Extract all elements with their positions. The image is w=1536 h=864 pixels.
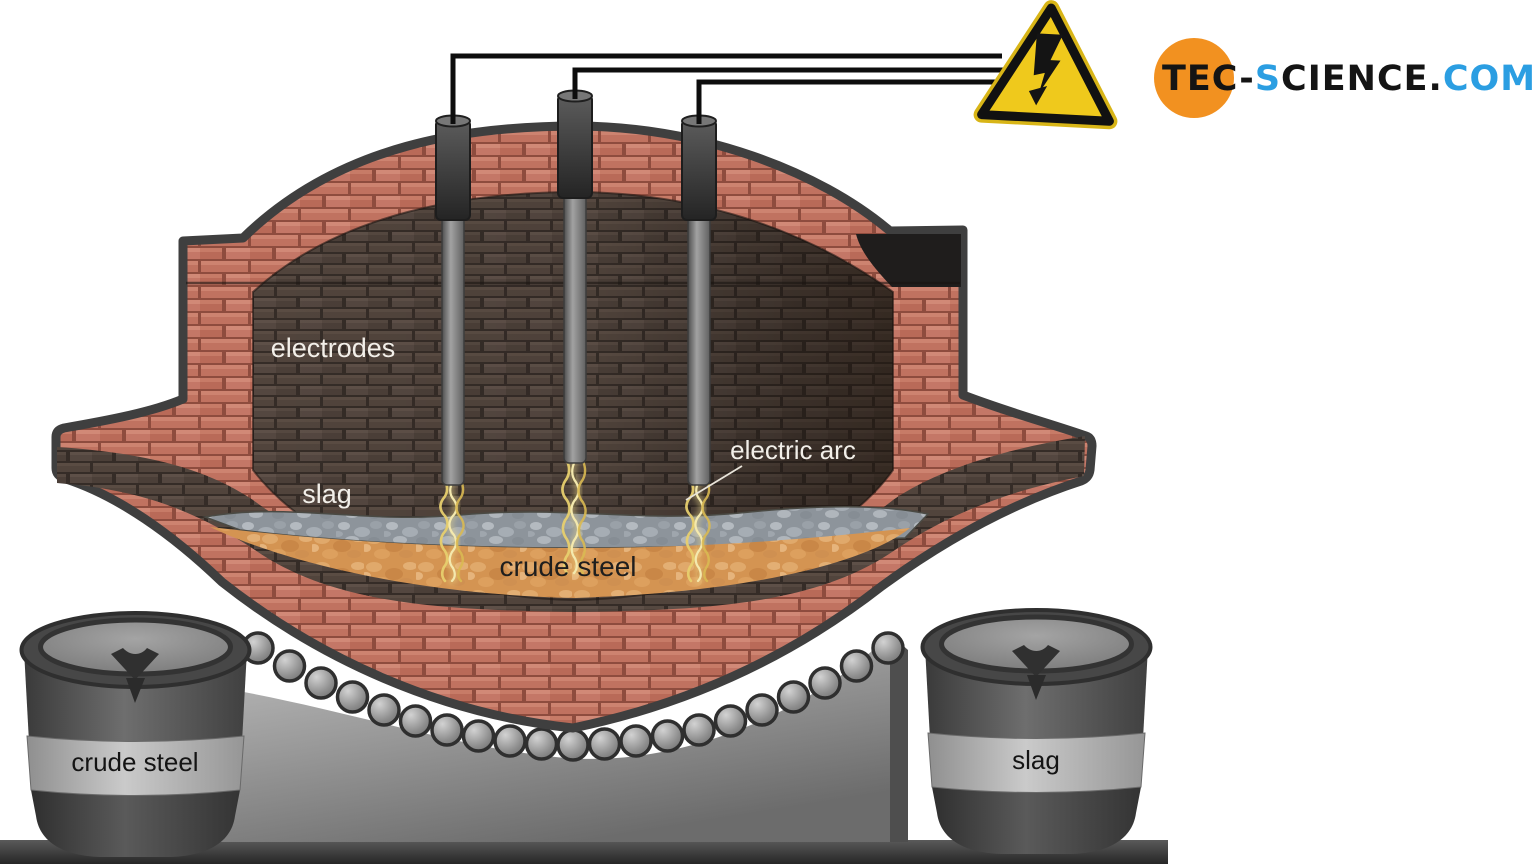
dome-shadow-notch (856, 234, 961, 287)
rocker-rollers (241, 631, 905, 762)
wire-electrode-2 (572, 67, 1010, 99)
electrode-3 (681, 114, 717, 486)
electrode-1 (435, 114, 471, 486)
slag-ladle (923, 610, 1151, 854)
label-slag-layer: slag (302, 479, 352, 509)
electric-arc-leader-line (685, 465, 743, 501)
cradle-side-face (890, 634, 908, 842)
crude-steel-ladle (22, 613, 250, 857)
tilting-cradle (116, 634, 908, 842)
label-slag-ladle: slag (1012, 745, 1060, 775)
crude-steel-melt (210, 527, 910, 598)
logo-text: TEC-SCIENCE.COM (1162, 59, 1536, 99)
label-electric-arc: electric arc (730, 435, 856, 465)
logo-circle (1154, 38, 1234, 118)
label-crude-steel-melt: crude steel (500, 551, 637, 582)
logo-text-cience: CIENCE. (1281, 59, 1443, 99)
high-voltage-icon (973, 0, 1118, 130)
wire-electrode-1 (450, 53, 1002, 124)
label-crude-steel-ladle: crude steel (71, 747, 198, 777)
logo-text-com: COM (1443, 59, 1536, 99)
electrodes-group (435, 89, 717, 486)
logo-text-tec: TEC- (1162, 59, 1255, 99)
wire-electrode-3 (696, 79, 1016, 124)
power-wires (450, 53, 1016, 124)
tec-science-logo: TEC-SCIENCE.COM (1154, 38, 1536, 118)
logo-text-s: S (1255, 59, 1281, 99)
label-electrodes: electrodes (271, 333, 396, 363)
hearth-lining-band (57, 436, 1085, 612)
